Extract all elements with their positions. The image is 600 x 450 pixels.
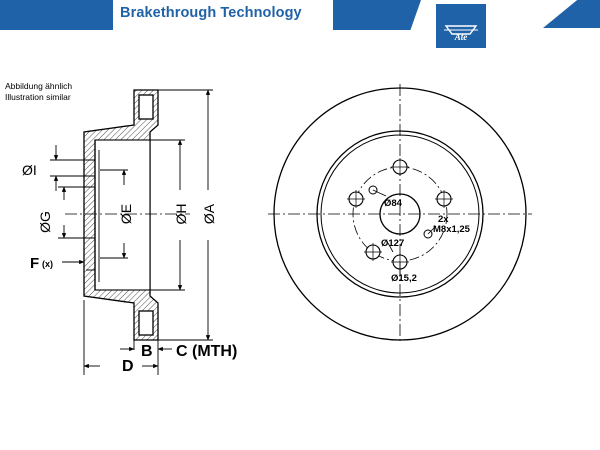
- dim-BCD: [83, 300, 172, 375]
- dim-E: [100, 169, 128, 259]
- side-view: [83, 89, 159, 341]
- label-I: ØI: [22, 162, 37, 178]
- label-D: D: [122, 358, 134, 375]
- brand-strong: Brake: [120, 5, 161, 21]
- header-bar: Brakethrough Technology Ate: [0, 0, 600, 60]
- brand-rest: through Technology: [160, 5, 302, 21]
- label-B: B: [141, 343, 153, 360]
- label-F: F: [30, 255, 39, 272]
- header-band-left: [0, 0, 113, 30]
- ate-logo: Ate: [436, 4, 486, 48]
- note-line-2: Illustration similar: [5, 92, 71, 102]
- dim-A: [158, 89, 213, 341]
- bolt-hole-top: [391, 158, 409, 176]
- label-A: ØA: [201, 203, 217, 224]
- brand-title: Brakethrough Technology: [120, 5, 302, 21]
- label-center-bore: Ø84: [384, 198, 403, 209]
- front-labels: Ø84 2x M8x1,25 Ø127 Ø15,2: [381, 198, 471, 284]
- dim-I: [50, 145, 95, 191]
- note-line-1: Abbildung ähnlich: [5, 81, 73, 91]
- logo-text: Ate: [454, 32, 468, 42]
- brand-box: [113, 0, 333, 30]
- label-pcd: Ø127: [381, 238, 404, 249]
- dim-G: [58, 186, 95, 239]
- side-labels: ØI ØG ØE ØH ØA F (x) B C (MTH) D: [22, 162, 237, 375]
- illustration-note: Abbildung ähnlich Illustration similar: [5, 81, 72, 103]
- label-H: ØH: [173, 204, 189, 225]
- bolt-hole-right: [435, 190, 453, 208]
- front-leaders: [372, 189, 437, 276]
- dim-H: [150, 139, 185, 291]
- label-thread: M8x1,25: [433, 224, 471, 235]
- label-E: ØE: [118, 204, 134, 224]
- bolt-hole-left: [347, 190, 365, 208]
- label-C: C (MTH): [176, 343, 237, 360]
- label-thread-count: 2x: [438, 214, 449, 225]
- header-band-mid: [333, 0, 421, 30]
- label-hole: Ø15,2: [391, 273, 417, 284]
- label-F-sub: (x): [42, 259, 53, 269]
- hub-cavity: [94, 139, 151, 291]
- label-G: ØG: [37, 211, 53, 233]
- vent-top: [138, 94, 154, 120]
- vent-bottom: [138, 310, 154, 336]
- ate-logo-icon: [444, 25, 478, 35]
- bolt-hole-bottom-left: [364, 243, 382, 261]
